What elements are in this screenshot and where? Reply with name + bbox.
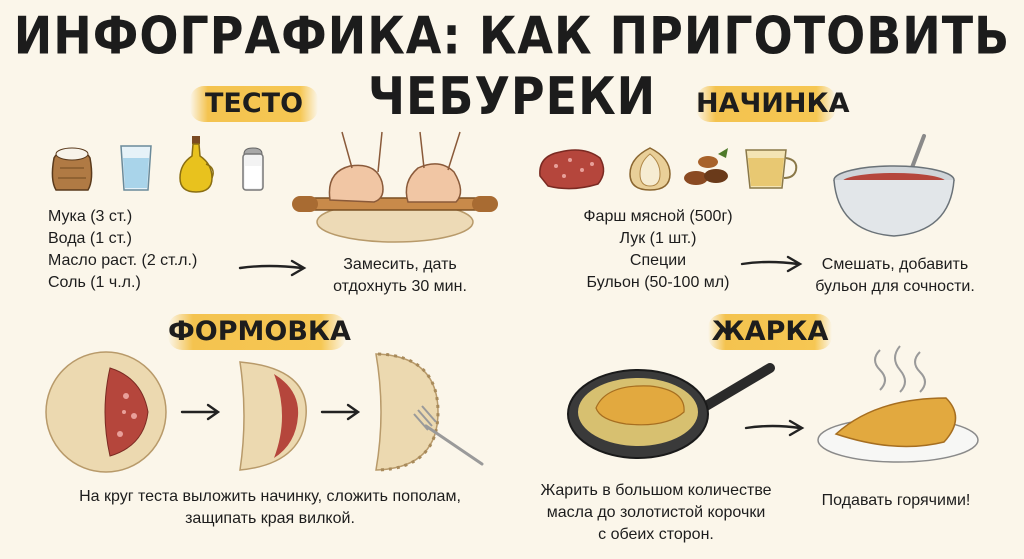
- spices-icon: [684, 148, 728, 185]
- dough-step: Замесить, дать отдохнуть 30 мин.: [333, 256, 467, 295]
- mixing-bowl-icon: [833, 134, 955, 237]
- page-title: ИНФОГРАФИКА: КАК ПРИГОТОВИТЬ ЧЕБУРЕКИ: [13, 5, 1011, 127]
- filling-step: Смешать, добавить бульон для сочности.: [815, 256, 975, 295]
- ingredient-meat: Фарш мясной (500г): [583, 208, 733, 225]
- oil-bottle-icon: [179, 136, 214, 193]
- ingredient-onion: Лук (1 шт.): [619, 230, 697, 247]
- ingredient-salt: Соль (1 ч.л.): [48, 274, 141, 291]
- arrow-icon: [740, 255, 803, 273]
- shaping-banner: [168, 314, 346, 350]
- broth-cup-icon: [745, 149, 798, 189]
- crimped-pie-icon: [375, 352, 484, 472]
- shaping-step: На круг теста выложить начинку, сложить …: [79, 488, 461, 527]
- filling-banner: [696, 86, 836, 122]
- ingredient-oil: Масло раст. (2 ст.л.): [48, 252, 198, 269]
- minced-meat-icon: [539, 149, 605, 190]
- frying-pan-icon: [567, 363, 775, 459]
- ingredient-spices: Специи: [629, 252, 687, 269]
- rolling-dough-icon: [292, 131, 498, 243]
- arrow-icon: [238, 259, 307, 277]
- serve-text: Подавать горячими!: [821, 492, 971, 509]
- dough-ingredients: Мука (3 ст.) Вода (1 ст.) Масло раст. (2…: [48, 206, 238, 294]
- frying-banner: [708, 314, 832, 350]
- shaping-heading: ФОРМОВКА: [168, 316, 351, 347]
- ingredient-broth: Бульон (50-100 мл): [586, 274, 730, 291]
- filling-ingredients: Фарш мясной (500г) Лук (1 шт.) Специи Бу…: [548, 206, 768, 294]
- arrow-icon: [744, 419, 805, 437]
- ingredient-flour: Мука (3 ст.): [48, 208, 133, 225]
- arrow-icon: [320, 403, 361, 421]
- salt-shaker-icon: [242, 147, 264, 191]
- arrow-icon: [180, 403, 221, 421]
- onion-icon: [629, 147, 671, 191]
- dough-banner: [190, 86, 318, 122]
- dough-heading: ТЕСТО: [204, 88, 304, 119]
- dough-circle-icon: [45, 351, 167, 473]
- ingredient-water: Вода (1 ст.): [48, 230, 132, 247]
- filling-heading: НАЧИНКА: [696, 88, 850, 119]
- folded-dough-icon: [239, 361, 307, 471]
- served-plate-icon: [817, 345, 979, 463]
- frying-heading: ЖАРКА: [711, 316, 829, 347]
- water-glass-icon: [120, 145, 152, 191]
- frying-step: Жарить в большом количестве масла до зол…: [540, 482, 772, 543]
- flour-sack-icon: [51, 147, 93, 191]
